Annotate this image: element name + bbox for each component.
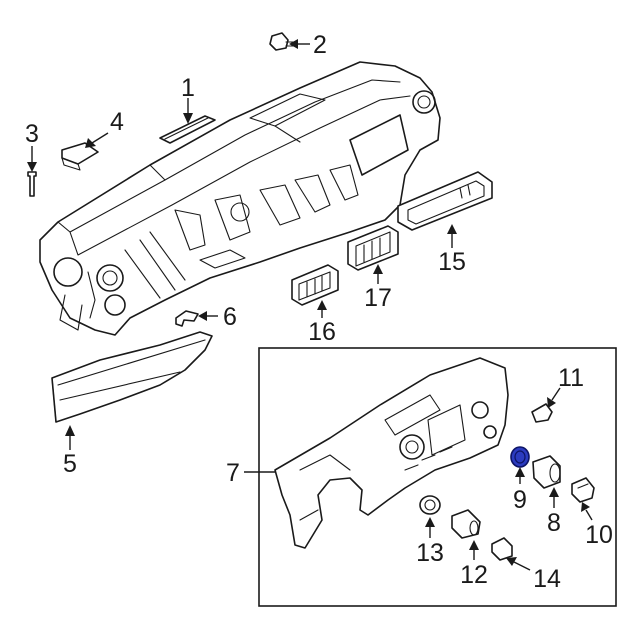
bezel-part-7[interactable] [274,357,509,549]
callout-10: 10 [585,521,613,549]
callout-labels: 1 2 3 4 5 6 7 8 9 10 11 12 13 14 15 16 1… [25,31,613,593]
instrument-panel-assembly[interactable] [39,61,441,336]
callout-6: 6 [223,303,237,331]
rivet-part-3[interactable] [27,171,37,197]
knob-part-9-highlighted[interactable] [510,446,530,468]
knob-part-8[interactable] [532,455,561,489]
leader-lines [27,39,593,571]
callout-5: 5 [63,450,77,478]
callout-13: 13 [416,539,444,567]
detail-box [258,347,617,607]
air-vent-part-17[interactable] [347,225,399,271]
callout-8: 8 [547,509,561,537]
callout-9: 9 [513,486,527,514]
lower-panel-part-5[interactable] [51,331,213,423]
air-vent-part-16[interactable] [291,264,339,306]
callout-16: 16 [308,318,336,346]
callout-12: 12 [460,561,488,589]
knob-part-14[interactable] [491,537,513,561]
button-part-11[interactable] [531,403,553,423]
callout-11: 11 [558,364,584,392]
callout-15: 15 [438,248,466,276]
callout-7: 7 [226,459,240,487]
callout-3: 3 [25,120,39,148]
knob-part-12[interactable] [451,509,481,539]
clip-part-2[interactable] [269,32,297,51]
knob-part-13[interactable] [419,495,441,515]
bracket-part-6[interactable] [175,310,199,327]
callout-2: 2 [313,31,327,59]
callout-1: 1 [181,74,195,102]
air-vent-part-15[interactable] [397,171,493,231]
callout-4: 4 [110,108,124,136]
knob-part-10[interactable] [571,477,595,503]
callout-14: 14 [533,565,561,593]
cover-part-4[interactable] [61,142,99,171]
callout-17: 17 [364,284,392,312]
